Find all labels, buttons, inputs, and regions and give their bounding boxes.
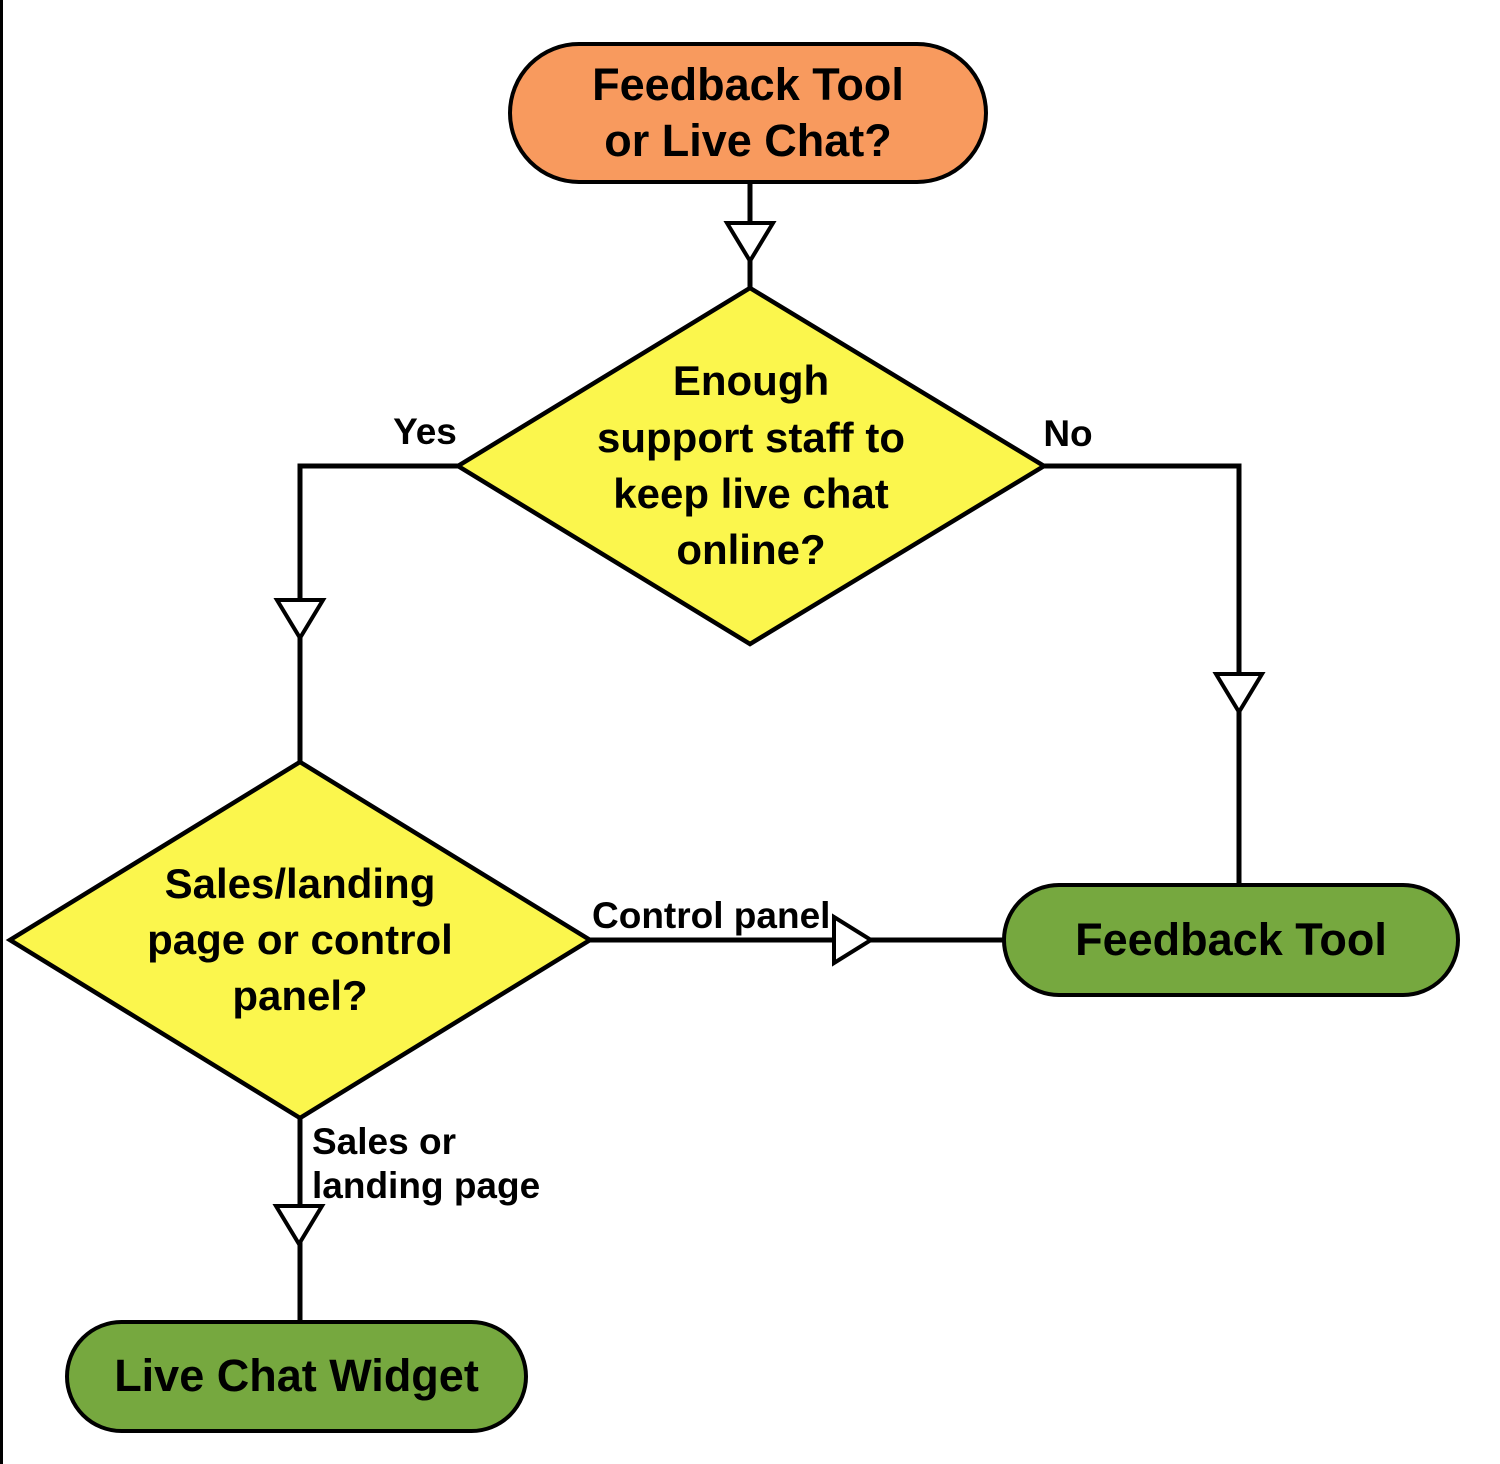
arrowhead-down-icon (723, 221, 777, 265)
result-node-live-chat-widget: Live Chat Widget (65, 1320, 528, 1433)
decision-page-type-label: Sales/landing page or control panel? (147, 859, 453, 1020)
edge-yes (297, 463, 458, 762)
edge-label-yes: Yes (393, 411, 457, 452)
page-left-border (0, 0, 3, 1464)
start-node: Feedback Tool or Live Chat? (508, 42, 988, 184)
decision-diamond-page-type (5, 759, 595, 1121)
start-node-label: Feedback Tool or Live Chat? (592, 58, 904, 166)
result-node-feedback-tool-label: Feedback Tool (1075, 913, 1387, 965)
edge-label-sales-landing: Sales or landing page (312, 1121, 541, 1206)
edge-label-control-panel: Control panel (592, 895, 831, 936)
edge-no (1044, 463, 1242, 884)
arrowhead-down-icon (1212, 672, 1266, 716)
arrowhead-down-icon (273, 598, 327, 642)
result-node-feedback-tool: Feedback Tool (1002, 883, 1460, 997)
result-node-live-chat-widget-label: Live Chat Widget (114, 1350, 479, 1402)
decision-diamond-support-staff (453, 285, 1049, 647)
decision-support-staff-label: Enough support staff to keep live chat o… (597, 357, 905, 574)
arrowhead-right-icon (832, 913, 875, 967)
edge-label-no: No (1043, 413, 1093, 454)
arrowhead-down-icon (272, 1204, 326, 1248)
